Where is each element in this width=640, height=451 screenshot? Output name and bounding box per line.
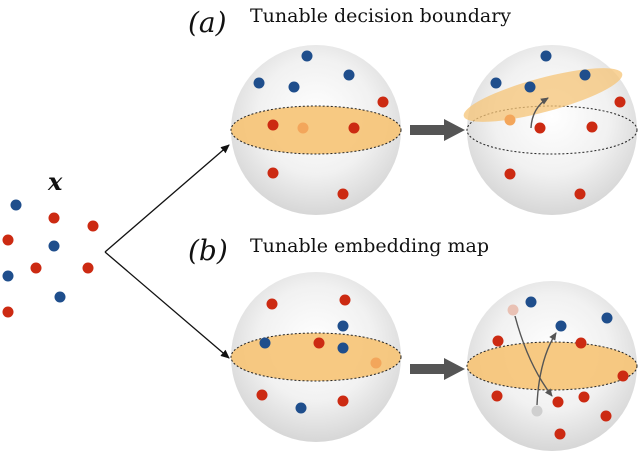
point <box>504 114 516 126</box>
input-point <box>10 199 22 211</box>
point <box>540 50 552 62</box>
point <box>600 410 612 422</box>
point <box>578 391 590 403</box>
decision-boundary-disk <box>230 105 402 155</box>
tilted-decision-boundary-disk <box>463 68 623 122</box>
input-point <box>87 220 99 232</box>
point <box>552 396 564 408</box>
point <box>555 320 567 332</box>
point <box>301 50 313 62</box>
faded-point <box>507 304 519 316</box>
transform-arrow-a <box>410 119 465 141</box>
panel-b-title: Tunable embedding map <box>250 235 489 257</box>
point <box>490 77 502 89</box>
embedding-move-arrow <box>536 332 557 406</box>
point <box>586 121 598 133</box>
panel-b-tag: (b) <box>188 234 228 267</box>
point <box>574 188 586 200</box>
panel-a-title: Tunable decision boundary <box>250 5 511 27</box>
point <box>337 395 349 407</box>
point <box>288 81 300 93</box>
point <box>253 77 265 89</box>
point <box>266 298 278 310</box>
input-label: x <box>47 167 63 196</box>
sphere-a-before <box>230 45 402 215</box>
input-point <box>82 262 94 274</box>
point <box>617 370 629 382</box>
point <box>492 335 504 347</box>
point <box>337 188 349 200</box>
sphere-b-before <box>230 272 402 442</box>
point <box>337 342 349 354</box>
point <box>554 428 566 440</box>
point <box>339 294 351 306</box>
input-point <box>48 212 60 224</box>
panel-a-tag: (a) <box>188 6 227 39</box>
decision-boundary-disk <box>466 341 638 391</box>
branch-arrow-b <box>104 251 230 359</box>
input-point <box>30 262 42 274</box>
point <box>534 122 546 134</box>
input-point <box>48 240 60 252</box>
sphere-a-after <box>463 45 638 215</box>
point <box>491 390 503 402</box>
point <box>575 337 587 349</box>
point <box>525 296 537 308</box>
point <box>267 119 279 131</box>
input-point <box>2 270 14 282</box>
point <box>256 389 268 401</box>
point <box>267 167 279 179</box>
point <box>504 168 516 180</box>
input-points <box>2 199 99 318</box>
point <box>313 337 325 349</box>
point <box>601 312 613 324</box>
point <box>370 357 382 369</box>
point <box>614 96 626 108</box>
point <box>297 122 309 134</box>
point <box>348 122 360 134</box>
rotation-arrow <box>530 97 549 129</box>
point <box>295 402 307 414</box>
point <box>337 320 349 332</box>
embedding-move-arrow <box>514 315 553 397</box>
transform-arrow-b <box>410 358 465 380</box>
point <box>377 96 389 108</box>
point <box>259 337 271 349</box>
point <box>343 69 355 81</box>
input-point <box>54 291 66 303</box>
point <box>524 81 536 93</box>
point <box>579 69 591 81</box>
sphere-b-after <box>466 281 638 451</box>
branch-arrow-a <box>104 144 230 253</box>
input-point <box>2 234 14 246</box>
faded-point <box>531 405 543 417</box>
input-point <box>2 306 14 318</box>
decision-boundary-disk <box>230 332 402 382</box>
